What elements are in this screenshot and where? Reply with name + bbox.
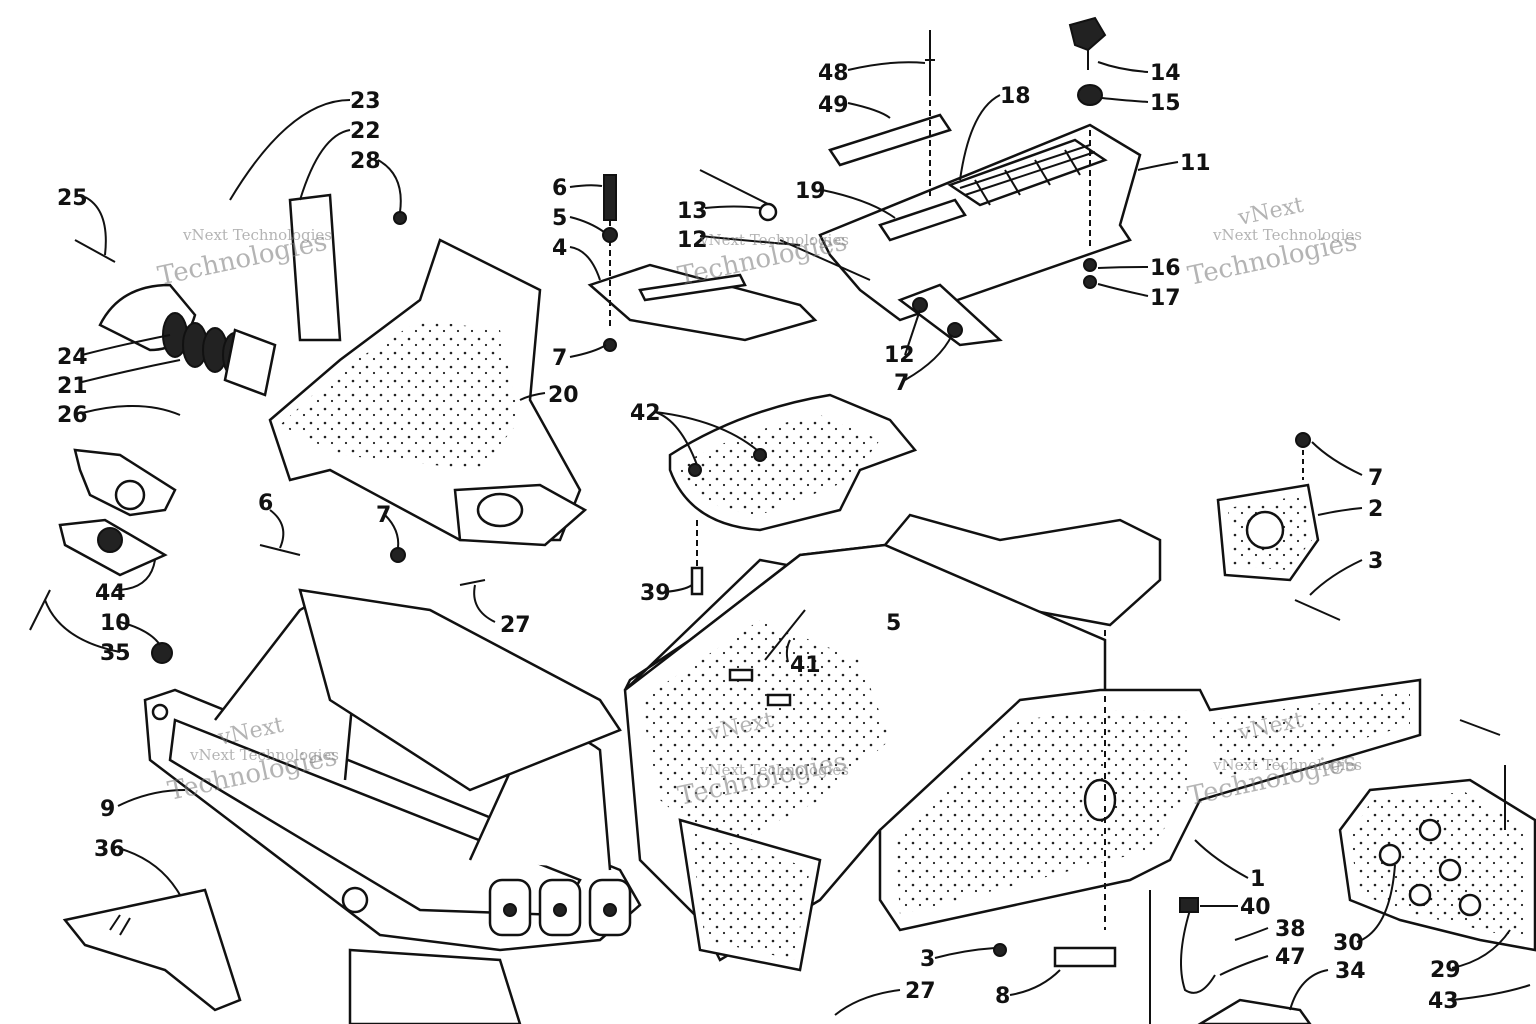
callout-11: 11 [1180, 151, 1211, 176]
callout-19: 19 [795, 179, 826, 204]
callout-28: 28 [350, 149, 381, 174]
shroud-assembly [268, 193, 588, 547]
watermark-text: vNext Technologies [1212, 756, 1362, 774]
callout-labels: 48 49 18 14 15 11 16 17 19 13 12 12 7 6 … [57, 61, 1461, 1014]
console-vent-grille [959, 144, 1096, 206]
callout-15: 15 [1150, 91, 1181, 116]
leader-lines [44, 61, 1531, 1016]
intake-bellows [98, 283, 277, 397]
callout-42: 42 [630, 401, 661, 426]
callout-2: 2 [1368, 497, 1383, 522]
side-bracket [1216, 432, 1320, 582]
callout-27: 27 [500, 613, 531, 638]
console-dash [818, 113, 1142, 347]
callout-27: 27 [905, 979, 936, 1004]
callout-47: 47 [1275, 945, 1306, 970]
callout-5: 5 [886, 611, 901, 636]
callout-43: 43 [1428, 989, 1459, 1014]
callout-29: 29 [1430, 958, 1461, 983]
belt-guard [668, 393, 918, 596]
callout-1: 1 [1250, 867, 1265, 892]
callout-35: 35 [100, 641, 131, 666]
callout-7: 7 [1368, 466, 1383, 491]
callout-12: 12 [884, 343, 915, 368]
callout-17: 17 [1150, 286, 1181, 311]
callout-39: 39 [640, 581, 671, 606]
knob-and-spacer [1068, 16, 1107, 106]
callout-34: 34 [1335, 959, 1366, 984]
suspension-links [488, 878, 632, 937]
callout-21: 21 [57, 374, 88, 399]
callout-49: 49 [818, 93, 849, 118]
callout-6: 6 [258, 491, 273, 516]
callout-14: 14 [1150, 61, 1181, 86]
pulley-cover-holes [1378, 818, 1482, 917]
callout-20: 20 [548, 383, 579, 408]
watermark-text: vNext Technologies [189, 746, 339, 764]
watermark-text: vNext Technologies [182, 226, 332, 244]
watermark-text: vNext Technologies [699, 761, 849, 779]
callout-4: 4 [552, 236, 567, 261]
mounting-bracket [587, 169, 871, 352]
cable-assembly [1149, 890, 1216, 1024]
bottom-panel [1197, 998, 1312, 1024]
callout-24: 24 [57, 345, 88, 370]
hardware-fasteners [29, 30, 1501, 968]
callout-3: 3 [1368, 549, 1383, 574]
callout-30: 30 [1333, 931, 1364, 956]
callout-38: 38 [1275, 917, 1306, 942]
callout-23: 23 [350, 89, 381, 114]
mount-plate [58, 448, 177, 577]
callout-6: 6 [552, 176, 567, 201]
callout-18: 18 [1000, 84, 1031, 109]
callout-25: 25 [57, 186, 88, 211]
callout-10: 10 [100, 611, 131, 636]
callout-26: 26 [57, 403, 88, 428]
callout-8: 8 [995, 984, 1010, 1009]
callout-44: 44 [95, 581, 126, 606]
callout-7: 7 [376, 503, 391, 528]
callout-9: 9 [100, 797, 115, 822]
watermark-text: vNext Technologies [699, 231, 849, 249]
front-suspension-assembly [143, 588, 822, 1024]
callout-41: 41 [790, 653, 821, 678]
callout-13: 13 [677, 199, 708, 224]
watermark-text: vNext Technologies [1212, 226, 1362, 244]
callout-16: 16 [1150, 256, 1181, 281]
callout-5: 5 [552, 206, 567, 231]
callout-3: 3 [920, 947, 935, 972]
callout-7: 7 [894, 371, 909, 396]
callout-36: 36 [94, 837, 125, 862]
footrest-pad [62, 888, 242, 1012]
callout-48: 48 [818, 61, 849, 86]
callout-7: 7 [552, 346, 567, 371]
callout-22: 22 [350, 119, 381, 144]
pulley-cover [1338, 765, 1536, 952]
callout-40: 40 [1240, 895, 1271, 920]
callout-12: 12 [677, 228, 708, 253]
